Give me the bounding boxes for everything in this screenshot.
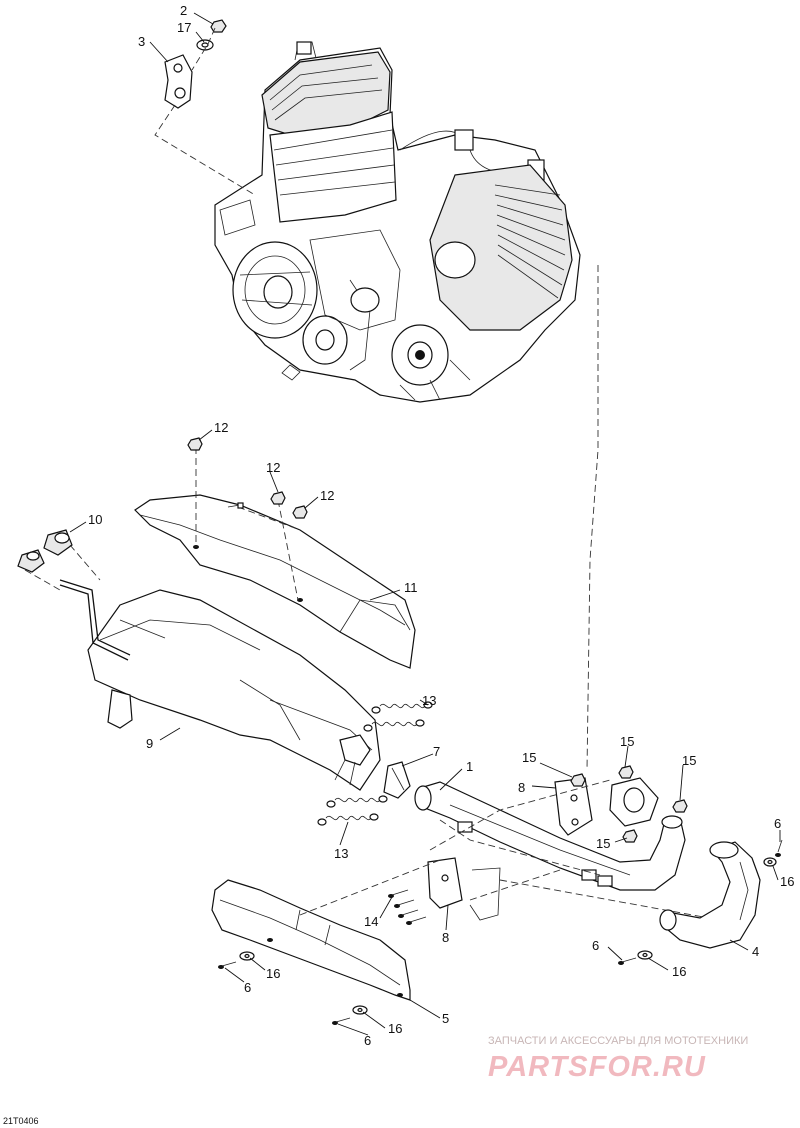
callout-number: 12 bbox=[214, 420, 228, 435]
callout-number: 9 bbox=[146, 736, 153, 751]
callout-number: 17 bbox=[177, 20, 191, 35]
shield-bolt-guides bbox=[195, 447, 301, 601]
tension-spring bbox=[326, 795, 388, 808]
washer-part bbox=[763, 857, 777, 867]
callout-number: 6 bbox=[244, 980, 251, 995]
callout-number: 15 bbox=[522, 750, 536, 765]
screw-part bbox=[775, 839, 783, 857]
callout-leaders bbox=[69, 12, 781, 1036]
tension-spring bbox=[363, 719, 425, 732]
exhaust-bracket bbox=[427, 857, 501, 921]
callout-number: 15 bbox=[596, 836, 610, 851]
screw-part bbox=[332, 1017, 351, 1025]
callout-number: 16 bbox=[266, 966, 280, 981]
nut-part bbox=[618, 765, 634, 779]
rubber-mount-block bbox=[597, 875, 613, 887]
exhaust-elbow-pipe bbox=[659, 841, 761, 949]
callout-number: 3 bbox=[138, 34, 145, 49]
washer-part bbox=[352, 1005, 368, 1015]
upper-heat-shield bbox=[134, 494, 416, 669]
callout-number: 13 bbox=[334, 846, 348, 861]
mount-dashed-guide bbox=[154, 27, 256, 196]
callout-number: 12 bbox=[320, 488, 334, 503]
callout-number: 6 bbox=[774, 816, 781, 831]
watermark-brand: PARTSFOR.RU bbox=[488, 1051, 706, 1083]
washer-part bbox=[637, 950, 653, 960]
callout-number: 5 bbox=[442, 1011, 449, 1026]
callout-number: 6 bbox=[364, 1033, 371, 1048]
screw-part bbox=[270, 491, 286, 505]
bolt-part bbox=[394, 899, 415, 908]
lower-shield-guide bbox=[299, 859, 441, 916]
bolt-part bbox=[398, 909, 419, 918]
callout-number: 10 bbox=[88, 512, 102, 527]
bracket-guides bbox=[429, 779, 721, 921]
screw-part bbox=[227, 502, 244, 509]
rubber-mount-block bbox=[457, 821, 473, 833]
rubber-grommet bbox=[43, 529, 73, 556]
engine-assembly bbox=[214, 41, 581, 403]
document-id: 21T0406 bbox=[3, 1116, 39, 1126]
tension-spring bbox=[317, 813, 379, 826]
callout-number: 8 bbox=[518, 780, 525, 795]
screw-part bbox=[292, 505, 308, 519]
lower-heat-shield bbox=[211, 879, 411, 1001]
grommet-guide bbox=[24, 544, 101, 591]
callout-number: 13 bbox=[422, 693, 436, 708]
rubber-grommet bbox=[17, 549, 45, 573]
bolt-part bbox=[388, 889, 409, 898]
callout-number: 16 bbox=[672, 964, 686, 979]
callout-number: 15 bbox=[682, 753, 696, 768]
callout-number: 2 bbox=[180, 3, 187, 18]
nut-part bbox=[570, 773, 586, 787]
screw-part bbox=[187, 437, 203, 451]
nut-part bbox=[622, 829, 638, 843]
screw-part bbox=[218, 961, 237, 969]
nut-part bbox=[672, 799, 688, 813]
callout-number: 8 bbox=[442, 930, 449, 945]
bolt-part bbox=[406, 916, 427, 925]
callout-number: 16 bbox=[388, 1021, 402, 1036]
callout-number: 12 bbox=[266, 460, 280, 475]
callout-number: 16 bbox=[780, 874, 794, 889]
watermark-tagline: ЗАПЧАСТИ И АКСЕССУАРЫ ДЛЯ МОТОТЕХНИКИ bbox=[488, 1035, 748, 1047]
callout-number: 1 bbox=[466, 759, 473, 774]
exhaust-gasket bbox=[383, 761, 411, 799]
callout-number: 7 bbox=[433, 744, 440, 759]
exhaust-pipe bbox=[414, 777, 686, 891]
callout-number: 6 bbox=[592, 938, 599, 953]
rubber-mount-block bbox=[581, 869, 597, 881]
engine-mount-bracket bbox=[164, 54, 193, 109]
nut-part bbox=[210, 19, 227, 33]
callout-number: 11 bbox=[404, 580, 418, 595]
exhaust-to-engine-guide bbox=[586, 265, 599, 771]
callout-number: 4 bbox=[752, 944, 759, 959]
washer-part bbox=[239, 951, 255, 961]
callout-number: 14 bbox=[364, 914, 378, 929]
muffler-assembly bbox=[59, 579, 381, 791]
callout-number: 15 bbox=[620, 734, 634, 749]
screw-part bbox=[618, 957, 637, 965]
